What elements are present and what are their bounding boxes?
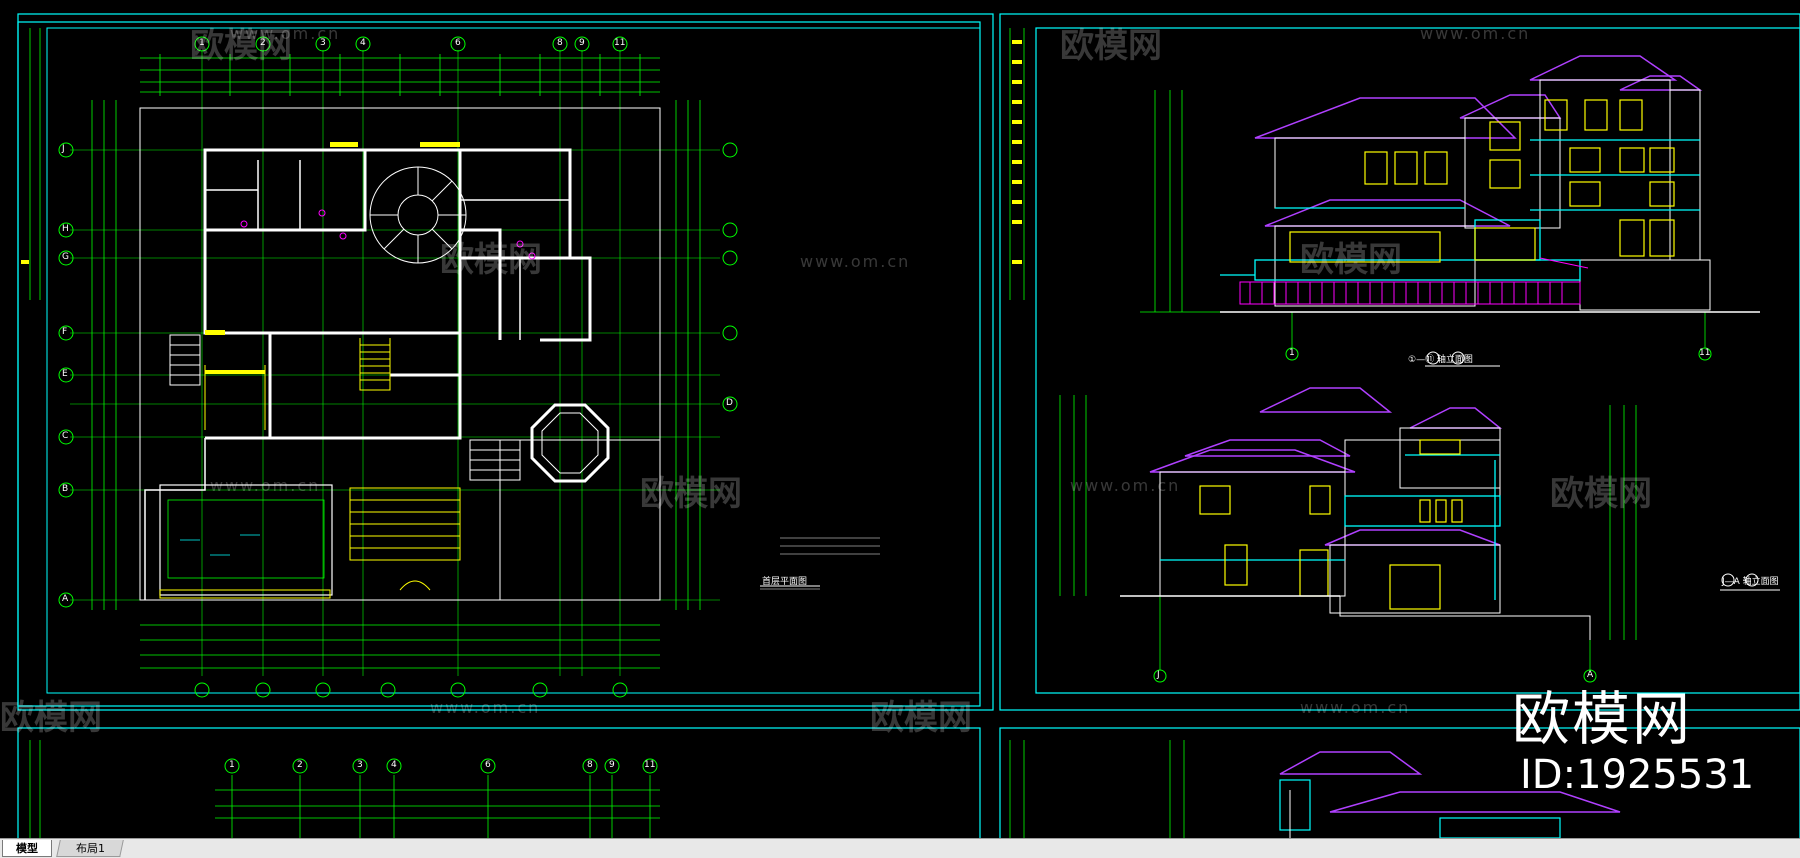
sheet-frame-lower-right <box>999 727 1800 838</box>
grid-label-g: G <box>62 252 69 262</box>
sheet-frame-left <box>17 13 994 711</box>
watermark-brand: 欧模网 <box>1300 240 1402 280</box>
watermark-url: www.om.cn <box>1070 476 1181 495</box>
lower-grid-1: 1 <box>229 760 235 770</box>
watermark-brand: 欧模网 <box>0 698 102 738</box>
grid-label-9: 9 <box>579 38 585 48</box>
sheet-frame-lower-left <box>17 727 981 838</box>
tab-layout-1[interactable]: 布局1 <box>56 840 124 857</box>
tab-layout-1-label: 布局1 <box>75 842 105 855</box>
grid-label-f: F <box>62 327 68 337</box>
grid-label-2: 2 <box>260 38 266 48</box>
watermark-url: www.om.cn <box>800 252 911 271</box>
grid-label-d: D <box>726 398 733 408</box>
grid-label-1: 1 <box>199 38 205 48</box>
watermark-brand: 欧模网 <box>870 698 972 738</box>
lower-grid-4: 4 <box>391 760 397 770</box>
cad-drawing <box>17 13 1800 838</box>
grid-label-h: H <box>62 224 69 234</box>
lower-grid-6: 6 <box>485 760 491 770</box>
watermark-brand-large: 欧模网 <box>1512 685 1693 753</box>
lower-grid-2: 2 <box>297 760 303 770</box>
grid-label-11: 11 <box>614 38 626 48</box>
layout-tab-bar: 模型 布局1 <box>0 838 1800 858</box>
plan-title: 首层平面图 <box>762 577 808 587</box>
lower-grid-3: 3 <box>357 760 363 770</box>
watermark-url: www.om.cn <box>210 476 321 495</box>
grid-label-b: B <box>62 484 69 494</box>
watermark-brand: 欧模网 <box>440 240 542 280</box>
tab-model[interactable]: 模型 <box>2 840 52 857</box>
lower-grid-11: 11 <box>644 760 656 770</box>
elev-axis-1: 1 <box>1289 348 1295 358</box>
watermark-brand: 欧模网 <box>1060 26 1162 66</box>
watermark-brand: 欧模网 <box>640 474 742 514</box>
grid-label-j: J <box>62 144 65 154</box>
watermark-url: www.om.cn <box>1420 24 1531 43</box>
grid-label-c: C <box>62 431 69 441</box>
elev-axis-j: J <box>1157 670 1160 680</box>
front-elevation-caption: ①—⑪ 轴立面图 <box>1408 355 1473 365</box>
lower-grid-8: 8 <box>587 760 593 770</box>
grid-label-8: 8 <box>557 38 563 48</box>
side-elevation-caption: J—A 轴立面图 <box>1722 577 1779 587</box>
watermark-url: www.om.cn <box>230 24 341 43</box>
sheet-frame-right <box>999 13 1800 711</box>
watermark-brand: 欧模网 <box>1550 474 1652 514</box>
grid-label-4: 4 <box>360 38 366 48</box>
watermark-id: ID:1925531 <box>1520 752 1755 798</box>
elev-axis-a: A <box>1587 670 1594 680</box>
grid-label-a: A <box>62 594 69 604</box>
lower-grid-9: 9 <box>609 760 615 770</box>
grid-label-3: 3 <box>320 38 326 48</box>
grid-label-6: 6 <box>455 38 461 48</box>
watermark-url: www.om.cn <box>1300 698 1411 717</box>
grid-label-e: E <box>62 369 68 379</box>
cad-drawing-canvas[interactable]: 1 2 3 4 6 8 9 11 J H G F E D C B A 首层平面图… <box>0 0 1800 838</box>
watermark-url: www.om.cn <box>430 698 541 717</box>
elev-axis-11: 11 <box>1699 348 1711 358</box>
watermark-brand: 欧模网 <box>190 26 292 66</box>
